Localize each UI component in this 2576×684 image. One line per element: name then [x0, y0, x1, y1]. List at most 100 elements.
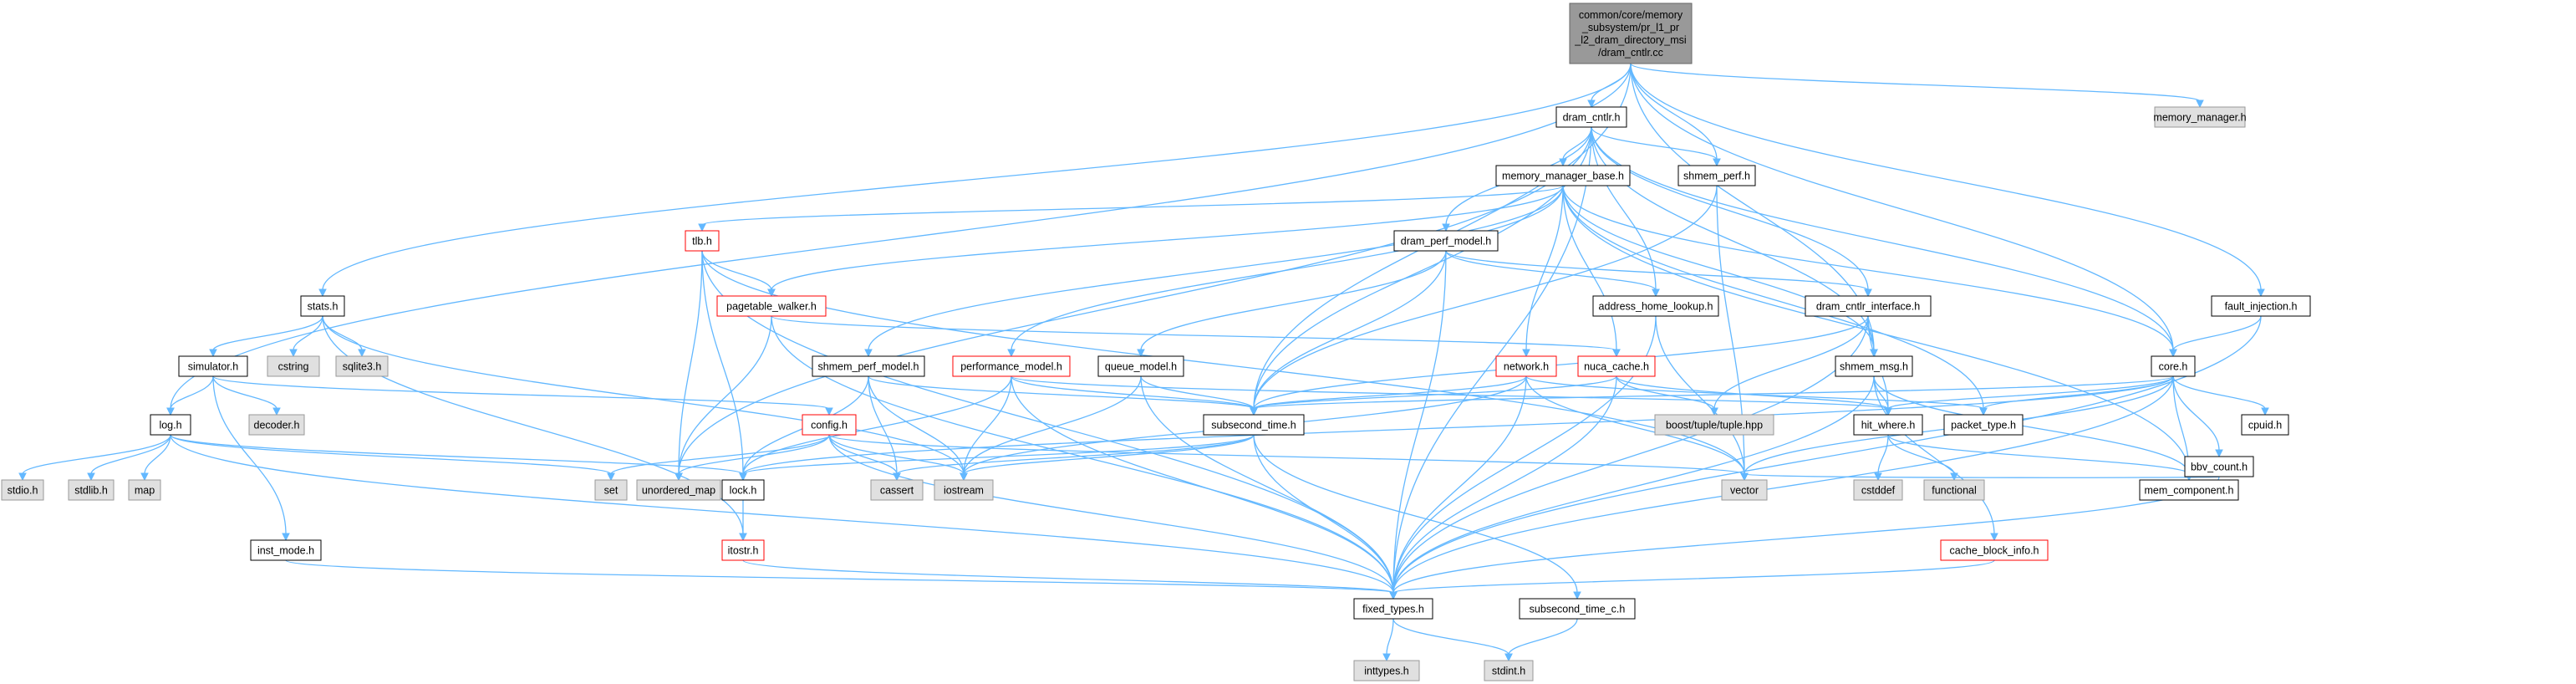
- node-cstddef[interactable]: cstddef: [1853, 479, 1903, 501]
- node-label: queue_model.h: [1105, 361, 1177, 373]
- node-packet-type-h[interactable]: packet_type.h: [1943, 414, 2024, 436]
- node-hit-where-h[interactable]: hit_where.h: [1853, 414, 1923, 436]
- node-functional[interactable]: functional: [1923, 479, 1985, 501]
- node-dram-cntlr-h[interactable]: dram_cntlr.h: [1555, 106, 1627, 128]
- node-cstring[interactable]: cstring: [267, 355, 320, 377]
- edge-dram_perf_model_h-to-address_home_lookup_h: [1445, 250, 1657, 291]
- node-stdlib-h[interactable]: stdlib.h: [68, 479, 115, 501]
- node-decoder-h[interactable]: decoder.h: [248, 414, 305, 436]
- edge-core_h-to-cpuid_h: [2172, 375, 2266, 410]
- node-stdio-h[interactable]: stdio.h: [1, 479, 44, 501]
- edge-arrowhead-log_h-to-stdlib_h: [87, 472, 95, 482]
- edge-arrowhead-subsecond_time_c_h-to-stdint_h: [1504, 653, 1513, 662]
- node-fixed-types-h[interactable]: fixed_types.h: [1353, 598, 1433, 620]
- node-vector[interactable]: vector: [1721, 479, 1768, 501]
- node-shmem-perf-h[interactable]: shmem_perf.h: [1677, 165, 1756, 186]
- edge-hit_where_h-to-mem_component_h: [1887, 434, 2190, 475]
- node-sqlite3-h[interactable]: sqlite3.h: [335, 355, 389, 377]
- edge-simulator_h-to-inst_mode_h: [212, 375, 287, 535]
- edge-arrowhead-fault_injection_h-to-core_h: [2169, 349, 2177, 358]
- node-queue-model-h[interactable]: queue_model.h: [1097, 355, 1184, 377]
- node-unordered-map[interactable]: unordered_map: [636, 479, 721, 501]
- node-config-h[interactable]: config.h: [802, 414, 857, 436]
- node-box: [1923, 479, 1985, 501]
- node-stdint-h[interactable]: stdint.h: [1484, 660, 1534, 681]
- node-network-h[interactable]: network.h: [1495, 355, 1557, 377]
- node-address-home-lookup-h[interactable]: address_home_lookup.h: [1592, 295, 1719, 317]
- node-iostream[interactable]: iostream: [934, 479, 994, 501]
- edge-arrowhead-simulator_h-to-config_h: [825, 407, 833, 416]
- node-label: cpuid.h: [2248, 420, 2282, 431]
- edge-root-to-shmem_perf_h: [1630, 63, 1718, 161]
- node-dram-perf-model-h[interactable]: dram_perf_model.h: [1393, 230, 1499, 252]
- node-inttypes-h[interactable]: inttypes.h: [1353, 660, 1420, 681]
- edge-nuca_cache_h-to-hit_where_h: [1616, 375, 1889, 410]
- node-mem-component-h[interactable]: mem_component.h: [2139, 479, 2239, 501]
- node-cassert[interactable]: cassert: [870, 479, 924, 501]
- node-box: [1943, 414, 2024, 436]
- node-memory-manager-base-h[interactable]: memory_manager_base.h: [1495, 165, 1631, 186]
- node-map[interactable]: map: [128, 479, 161, 501]
- node-cache-block-info-h[interactable]: cache_block_info.h: [1940, 539, 2049, 561]
- edge-performance_model_h-to-subsecond_time_h: [1011, 375, 1255, 410]
- node-label: hit_where.h: [1861, 420, 1916, 431]
- node-box: [267, 355, 320, 377]
- node-bbv-count-h[interactable]: bbv_count.h: [2184, 456, 2254, 477]
- node-box: [870, 479, 924, 501]
- node-dram-cntlr-interface-h[interactable]: dram_cntlr_interface.h: [1805, 295, 1932, 317]
- node-boost-tuple[interactable]: boost/tuple/tuple.hpp: [1654, 414, 1774, 436]
- edge-root-to-memory_manager_h: [1630, 63, 2201, 102]
- node-label: stats.h: [308, 301, 339, 313]
- node-subsecond-time-c-h[interactable]: subsecond_time_c.h: [1519, 598, 1636, 620]
- node-log-h[interactable]: log.h: [150, 414, 191, 436]
- node-box: [2241, 414, 2289, 436]
- node-label: stdlib.h: [74, 485, 108, 497]
- node-set[interactable]: set: [594, 479, 628, 501]
- node-simulator-h[interactable]: simulator.h: [178, 355, 248, 377]
- edge-arrowhead-lock_h-to-itostr_h: [739, 533, 747, 542]
- edge-root-to-stats_h: [322, 63, 1632, 291]
- edge-arrowhead-pagetable_walker_h-to-nuca_cache_h: [1612, 349, 1621, 358]
- node-stats-h[interactable]: stats.h: [300, 295, 345, 317]
- edge-log_h-to-set: [170, 434, 612, 475]
- node-tlb-h[interactable]: tlb.h: [685, 230, 720, 252]
- edge-arrowhead-config_h-to-unordered_map: [675, 472, 683, 482]
- node-box: [1353, 598, 1433, 620]
- node-memory-manager-h[interactable]: memory_manager.h: [2153, 106, 2247, 128]
- node-shmem-msg-h[interactable]: shmem_msg.h: [1835, 355, 1913, 377]
- node-inst-mode-h[interactable]: inst_mode.h: [250, 539, 322, 561]
- node-label: common/core/memory: [1579, 9, 1683, 21]
- edge-dram_perf_model_h-to-dram_cntlr_interface_h: [1445, 250, 1869, 291]
- node-shmem-perf-model-h[interactable]: shmem_perf_model.h: [812, 355, 925, 377]
- node-subsecond-time-h[interactable]: subsecond_time.h: [1203, 414, 1305, 436]
- node-cpuid-h[interactable]: cpuid.h: [2241, 414, 2289, 436]
- edge-dram_cntlr_h-to-shmem_perf_h: [1591, 126, 1718, 161]
- node-root[interactable]: common/core/memory_subsystem/pr_l1_pr_l2…: [1569, 3, 1693, 64]
- node-box: [1569, 3, 1693, 64]
- node-label: config.h: [811, 420, 848, 431]
- node-nuca-cache-h[interactable]: nuca_cache.h: [1577, 355, 1656, 377]
- node-itostr-h[interactable]: itostr.h: [721, 539, 765, 561]
- edge-nuca_cache_h-to-subsecond_time_h: [1253, 375, 1617, 410]
- node-box: [1577, 355, 1656, 377]
- edge-memory_manager_base_h-to-core_h: [1562, 185, 2174, 351]
- edge-pagetable_walker_h-to-unordered_map: [678, 315, 772, 475]
- edge-arrowhead-dram_perf_model_h-to-address_home_lookup_h: [1652, 288, 1660, 298]
- node-core-h[interactable]: core.h: [2151, 355, 2196, 377]
- edge-arrowhead-root-to-stats_h: [318, 288, 327, 298]
- node-box: [68, 479, 115, 501]
- edge-arrowhead-dram_perf_model_h-to-queue_model_h: [1137, 349, 1145, 358]
- node-pagetable-walker-h[interactable]: pagetable_walker.h: [716, 295, 827, 317]
- node-box: [952, 355, 1071, 377]
- node-performance-model-h[interactable]: performance_model.h: [952, 355, 1071, 377]
- node-lock-h[interactable]: lock.h: [721, 479, 765, 501]
- edge-arrowhead-simulator_h-to-log_h: [166, 407, 175, 416]
- edge-fixed_types_h-to-inttypes_h: [1386, 618, 1394, 656]
- node-fault-injection-h[interactable]: fault_injection.h: [2211, 295, 2311, 317]
- edge-subsecond_time_h-to-subsecond_time_c_h: [1253, 434, 1578, 594]
- edge-arrowhead-simulator_h-to-decoder_h: [272, 407, 281, 416]
- edge-memory_manager_base_h-to-performance_model_h: [1011, 185, 1564, 351]
- edge-arrowhead-cache_block_info_h-to-fixed_types_h: [1389, 591, 1397, 600]
- edge-shmem_perf_model_h-to-iostream: [868, 375, 965, 475]
- node-box: [1353, 660, 1420, 681]
